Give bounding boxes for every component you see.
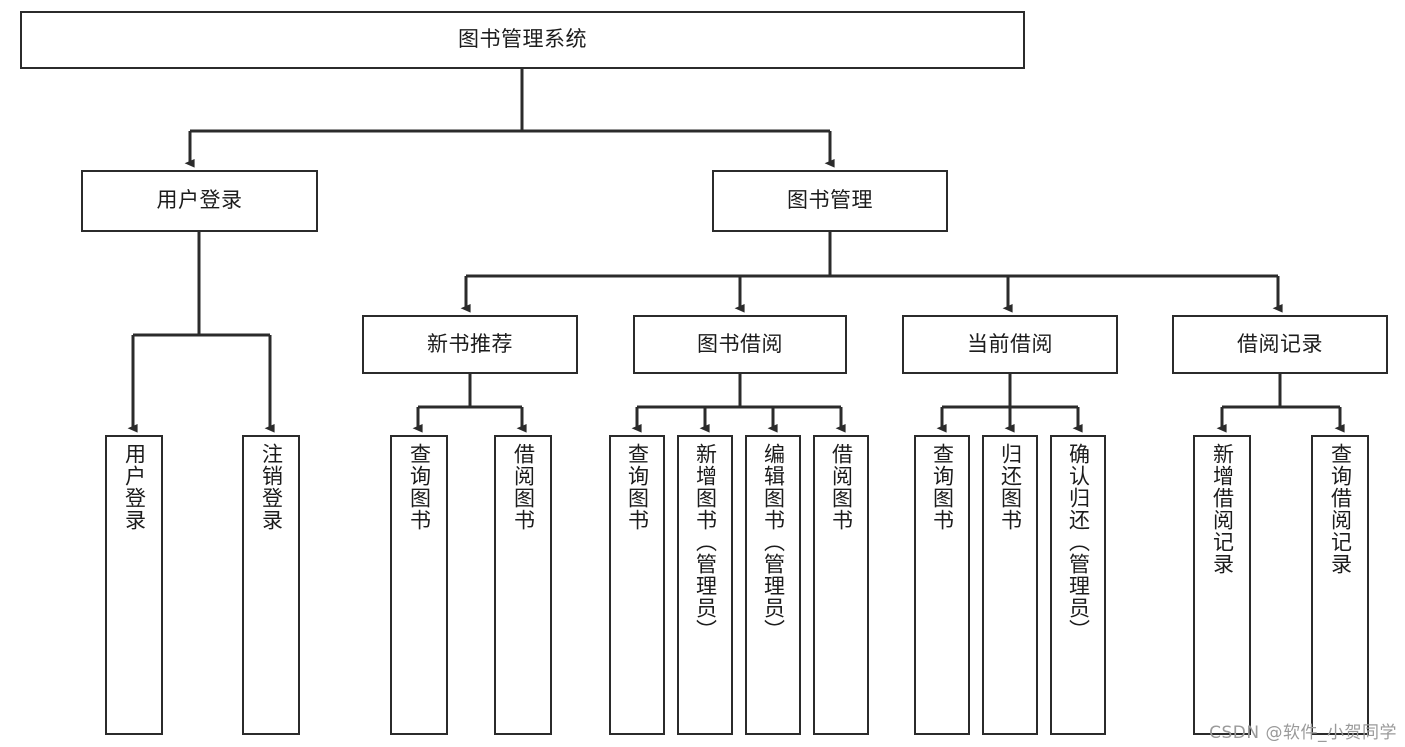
node-borrow-record[interactable]: 借阅记录 bbox=[1172, 315, 1388, 374]
node-label: 查询借阅记录 bbox=[1328, 443, 1353, 575]
node-user-login[interactable]: 用户登录 bbox=[81, 170, 318, 232]
leaf-return-book[interactable]: 归还图书 bbox=[982, 435, 1038, 735]
leaf-borrow-book[interactable]: 借阅图书 bbox=[813, 435, 869, 735]
node-label: 借阅记录 bbox=[1237, 331, 1323, 356]
leaf-logout[interactable]: 注销登录 bbox=[242, 435, 300, 735]
leaf-add-borrow-record[interactable]: 新增借阅记录 bbox=[1193, 435, 1251, 735]
node-label: 查询图书 bbox=[930, 443, 955, 531]
node-label: 借阅图书 bbox=[829, 443, 854, 531]
node-label: 归还图书 bbox=[998, 443, 1023, 531]
node-label: 用户登录 bbox=[156, 188, 243, 213]
node-label: 注销登录 bbox=[259, 443, 284, 531]
leaf-query-book-borrow[interactable]: 查询图书 bbox=[609, 435, 665, 735]
node-book-borrow[interactable]: 图书借阅 bbox=[633, 315, 847, 374]
leaf-user-login[interactable]: 用户登录 bbox=[105, 435, 163, 735]
node-new-book-recommendation[interactable]: 新书推荐 bbox=[362, 315, 578, 374]
node-label: 图书管理系统 bbox=[458, 27, 587, 52]
leaf-confirm-return-admin[interactable]: 确认归还（管理员） bbox=[1050, 435, 1106, 735]
node-root-library-system[interactable]: 图书管理系统 bbox=[20, 11, 1025, 69]
node-label: 新增图书（管理员） bbox=[693, 443, 718, 641]
node-book-management[interactable]: 图书管理 bbox=[712, 170, 948, 232]
node-label: 当前借阅 bbox=[967, 331, 1053, 356]
leaf-borrow-book-rec[interactable]: 借阅图书 bbox=[494, 435, 552, 735]
leaf-query-book-rec[interactable]: 查询图书 bbox=[390, 435, 448, 735]
node-label: 图书借阅 bbox=[697, 331, 783, 356]
leaf-query-borrow-record[interactable]: 查询借阅记录 bbox=[1311, 435, 1369, 735]
node-label: 新增借阅记录 bbox=[1210, 443, 1235, 575]
node-label: 借阅图书 bbox=[511, 443, 536, 531]
node-label: 查询图书 bbox=[407, 443, 432, 531]
leaf-edit-book-admin[interactable]: 编辑图书（管理员） bbox=[745, 435, 801, 735]
leaf-query-book-current[interactable]: 查询图书 bbox=[914, 435, 970, 735]
node-current-borrow[interactable]: 当前借阅 bbox=[902, 315, 1118, 374]
node-label: 用户登录 bbox=[122, 443, 147, 531]
node-label: 查询图书 bbox=[625, 443, 650, 531]
csdn-watermark: CSDN @软件_小贺同学 bbox=[1209, 723, 1397, 743]
node-label: 确认归还（管理员） bbox=[1066, 443, 1091, 641]
node-label: 新书推荐 bbox=[427, 331, 513, 356]
node-label: 图书管理 bbox=[787, 188, 873, 213]
node-label: 编辑图书（管理员） bbox=[761, 443, 786, 641]
leaf-add-book-admin[interactable]: 新增图书（管理员） bbox=[677, 435, 733, 735]
